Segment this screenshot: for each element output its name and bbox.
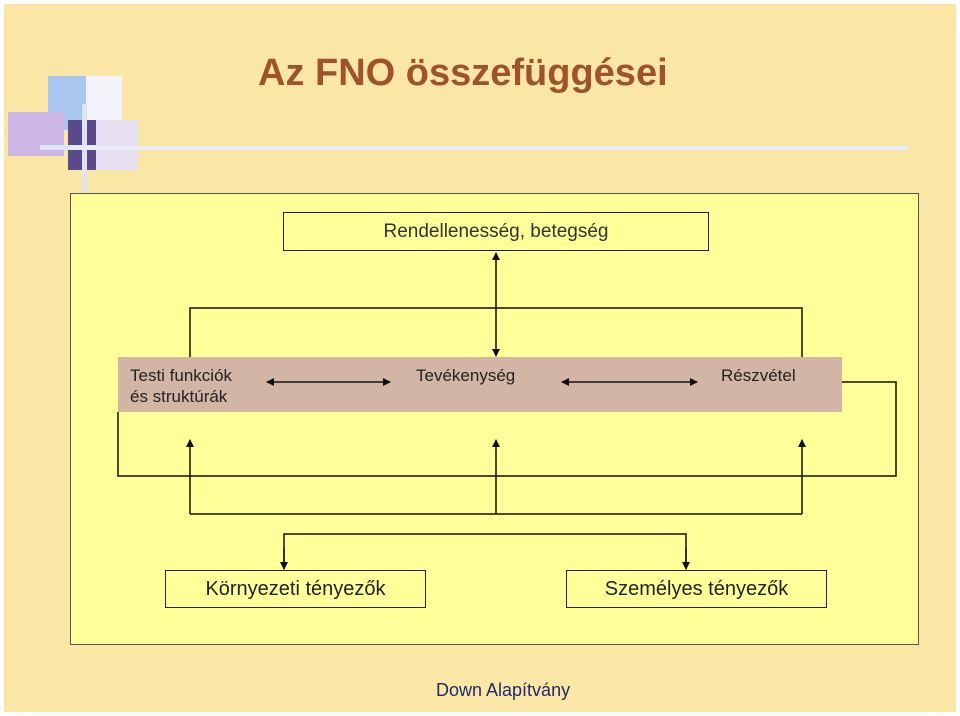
environmental-factors-box: Környezeti tényezők: [165, 570, 426, 608]
activity-label: Tevékenység: [416, 366, 516, 385]
outer-loop: [117, 381, 897, 477]
body-functions-label-line1: Testi funkciók: [130, 366, 233, 385]
footer-text: Down Alapítvány: [436, 680, 571, 700]
participation-label: Részvétel: [721, 366, 796, 385]
body-functions-label-line2: és struktúrák: [130, 387, 228, 406]
upper-bracket: [189, 307, 803, 357]
page-title: Az FNO összefüggései: [258, 52, 668, 94]
disorder-box: Rendellenesség, betegség: [283, 212, 709, 251]
title-divider: [70, 146, 908, 150]
middle-band: [118, 357, 842, 412]
personal-factors-box: Személyes tényezők: [566, 570, 827, 608]
context-bracket: [283, 533, 687, 569]
